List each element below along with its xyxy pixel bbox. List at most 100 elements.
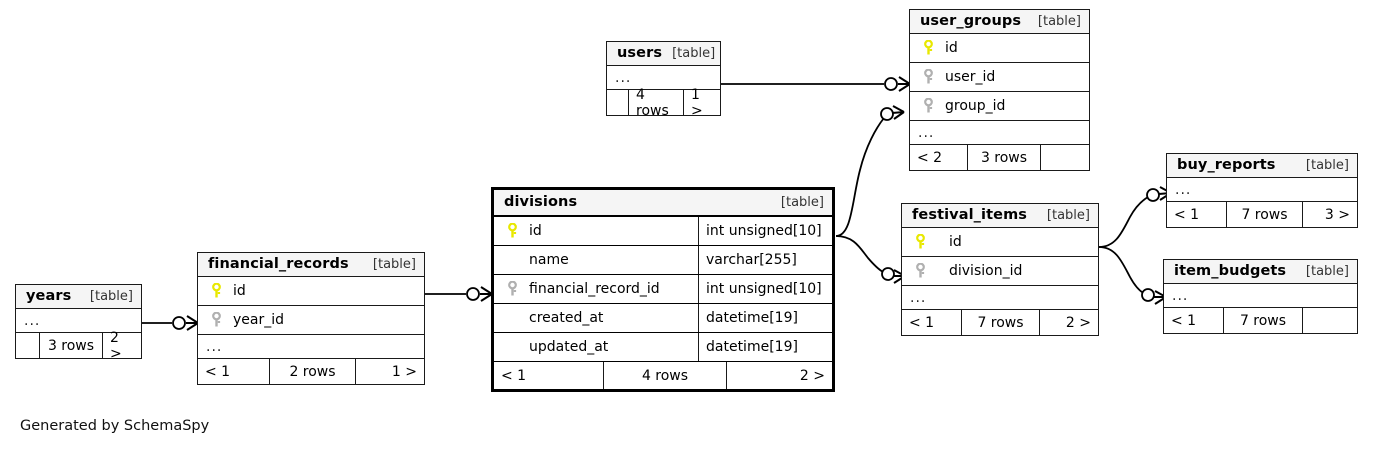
table-users[interactable]: users [table] ... 4 rows 1 > bbox=[606, 41, 721, 119]
footer-left[interactable]: < 1 bbox=[494, 362, 604, 389]
table-title: user_groups bbox=[920, 13, 1022, 29]
column-name-cell: user_id bbox=[910, 69, 1089, 85]
table-footer-users: 4 rows 1 > bbox=[607, 86, 720, 119]
column-row[interactable]: created_at datetime[19] bbox=[494, 304, 832, 333]
column-row[interactable]: name varchar[255] bbox=[494, 246, 832, 275]
column-row[interactable]: id int unsigned[10] bbox=[494, 217, 832, 246]
table-item-budgets[interactable]: item_budgets [table] ... < 1 7 rows bbox=[1163, 259, 1358, 334]
table-title: years bbox=[26, 288, 72, 304]
footer-left[interactable] bbox=[16, 333, 40, 358]
column-label: created_at bbox=[529, 310, 604, 326]
column-name-cell: id bbox=[902, 234, 1098, 250]
footer-left[interactable]: < 1 bbox=[198, 359, 270, 384]
column-name-cell: financial_record_id bbox=[494, 281, 698, 297]
column-name-cell: year_id bbox=[198, 312, 424, 328]
ellipsis-row: ... bbox=[910, 121, 1089, 145]
table-footer-buy-reports: < 1 7 rows 3 > bbox=[1167, 202, 1357, 227]
table-header-buy-reports: buy_reports [table] bbox=[1167, 154, 1357, 178]
footer-left[interactable]: < 1 bbox=[902, 310, 962, 335]
primary-key-icon bbox=[501, 223, 523, 239]
table-header-festival-items: festival_items [table] bbox=[902, 204, 1098, 228]
foreign-key-icon bbox=[501, 281, 523, 297]
foreign-key-icon bbox=[917, 69, 939, 85]
column-label: financial_record_id bbox=[529, 281, 660, 297]
column-row[interactable]: financial_record_id int unsigned[10] bbox=[494, 275, 832, 304]
table-festival-items[interactable]: festival_items [table] id division_id ..… bbox=[901, 203, 1099, 336]
table-footer-festival-items: < 1 7 rows 2 > bbox=[902, 310, 1098, 335]
column-name-cell: group_id bbox=[910, 98, 1089, 114]
table-header-divisions: divisions [table] bbox=[494, 190, 832, 217]
column-label: user_id bbox=[945, 69, 996, 85]
footer-rows: 7 rows bbox=[1224, 308, 1303, 333]
table-title: buy_reports bbox=[1177, 157, 1276, 173]
table-type-tag: [table] bbox=[1037, 13, 1081, 29]
table-divisions[interactable]: divisions [table] id int unsigned[10] na… bbox=[491, 187, 835, 392]
footer-right[interactable]: 1 > bbox=[391, 363, 417, 380]
column-row[interactable]: year_id bbox=[198, 306, 424, 335]
table-buy-reports[interactable]: buy_reports [table] ... < 1 7 rows 3 > bbox=[1166, 153, 1358, 228]
table-footer-item-budgets: < 1 7 rows bbox=[1164, 308, 1357, 333]
table-header-users: users [table] bbox=[607, 42, 720, 66]
column-row[interactable]: id bbox=[902, 228, 1098, 257]
footer-rows: 7 rows bbox=[962, 310, 1040, 335]
ellipsis-row: ... bbox=[1167, 178, 1357, 202]
table-type-tag: [table] bbox=[1305, 263, 1349, 279]
table-header-item-budgets: item_budgets [table] bbox=[1164, 260, 1357, 284]
table-header-years: years [table] bbox=[16, 285, 141, 309]
column-row[interactable]: updated_at datetime[19] bbox=[494, 333, 832, 362]
ellipsis-row: ... bbox=[1164, 284, 1357, 308]
footer-right[interactable] bbox=[1041, 145, 1089, 170]
footer-rows: 4 rows bbox=[604, 362, 727, 389]
generated-by-note: Generated by SchemaSpy bbox=[20, 418, 210, 434]
footer-rows: 3 rows bbox=[40, 333, 103, 358]
foreign-key-icon bbox=[909, 263, 931, 279]
ellipsis-row: ... bbox=[607, 66, 720, 90]
table-user-groups[interactable]: user_groups [table] id user_id bbox=[909, 9, 1090, 171]
ellipsis-row: ... bbox=[198, 335, 424, 359]
column-type: int unsigned[10] bbox=[698, 275, 832, 303]
footer-left[interactable]: < 1 bbox=[1167, 202, 1227, 227]
table-type-tag: [table] bbox=[1305, 157, 1349, 173]
column-type: datetime[19] bbox=[698, 333, 832, 361]
primary-key-icon bbox=[205, 283, 227, 299]
column-row[interactable]: user_id bbox=[910, 63, 1089, 92]
table-type-tag: [table] bbox=[672, 45, 716, 61]
table-title: festival_items bbox=[912, 207, 1028, 223]
footer-rows: 2 rows bbox=[270, 359, 356, 384]
column-label: id bbox=[945, 40, 958, 56]
footer-left[interactable]: < 1 bbox=[1164, 308, 1224, 333]
footer-right[interactable]: 2 > bbox=[110, 329, 122, 362]
table-header-financial-records: financial_records [table] bbox=[198, 253, 424, 277]
footer-right[interactable] bbox=[1303, 308, 1357, 333]
footer-right[interactable]: 2 > bbox=[799, 367, 825, 384]
table-footer-financial-records: < 1 2 rows 1 > bbox=[198, 359, 424, 384]
footer-left[interactable] bbox=[607, 90, 629, 115]
ellipsis-row: ... bbox=[16, 309, 141, 333]
table-footer-divisions: < 1 4 rows 2 > bbox=[494, 362, 832, 389]
table-footer-years: 3 rows 2 > bbox=[16, 329, 141, 362]
footer-right[interactable]: 2 > bbox=[1065, 314, 1091, 331]
column-label: updated_at bbox=[529, 339, 609, 355]
column-row[interactable]: division_id bbox=[902, 257, 1098, 286]
table-title: item_budgets bbox=[1174, 263, 1287, 279]
table-title: divisions bbox=[504, 194, 578, 210]
column-row[interactable]: id bbox=[198, 277, 424, 306]
column-name-cell: id bbox=[910, 40, 1089, 56]
column-row[interactable]: id bbox=[910, 34, 1089, 63]
footer-left[interactable]: < 2 bbox=[910, 145, 968, 170]
table-type-tag: [table] bbox=[780, 194, 824, 210]
column-label: group_id bbox=[945, 98, 1006, 114]
footer-right[interactable]: 1 > bbox=[691, 86, 703, 119]
column-label: id bbox=[949, 234, 962, 250]
column-type: varchar[255] bbox=[698, 246, 832, 274]
column-type: datetime[19] bbox=[698, 304, 832, 332]
footer-right[interactable]: 3 > bbox=[1324, 206, 1350, 223]
column-label: year_id bbox=[233, 312, 285, 328]
table-years[interactable]: years [table] ... 3 rows 2 > bbox=[15, 284, 142, 362]
column-label: id bbox=[529, 223, 542, 239]
column-label: division_id bbox=[949, 263, 1023, 279]
table-financial-records[interactable]: financial_records [table] id year_id ...… bbox=[197, 252, 425, 385]
primary-key-icon bbox=[909, 234, 931, 250]
column-row[interactable]: group_id bbox=[910, 92, 1089, 121]
